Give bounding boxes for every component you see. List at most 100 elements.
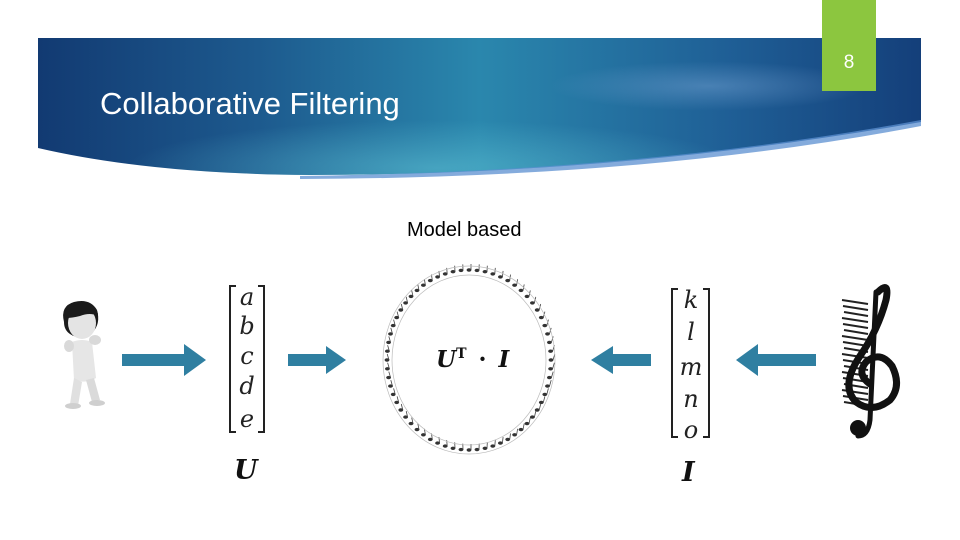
music-note-stem [400,303,404,311]
music-note-stem [552,353,556,361]
music-note-stem [388,336,391,343]
music-note-mark [512,433,517,437]
piano-key-stripe [842,377,869,383]
user-vector-entry-c: c [240,342,254,370]
music-note-mark [518,427,524,432]
music-note-stem [417,423,420,430]
music-note-mark [435,441,440,445]
music-note-stem [396,311,400,318]
music-note-stem [390,379,393,387]
music-note-mark [524,294,530,299]
music-note-stem [400,403,404,411]
music-note-mark [435,275,440,279]
music-note-stem [393,388,396,395]
music-note-mark [518,288,524,293]
music-note-stem [509,433,511,440]
user-vector-label: U [234,455,258,486]
slide-title: Collaborative Filtering [100,86,400,121]
music-note-stem [424,428,426,435]
music-note-mark [547,340,552,345]
music-note-mark [442,272,448,276]
piano-key-stripe [841,335,869,341]
music-note-mark [390,392,396,397]
music-note-stem [494,440,496,447]
music-note-stem [405,296,408,303]
user-vector-entry-e: e [239,405,255,433]
music-note-stem [411,290,414,297]
music-note-stem [390,327,393,335]
music-note-stem [438,437,440,444]
music-note-mark [538,315,544,320]
music-note-mark [450,270,456,274]
music-note-stem [411,417,414,424]
piano-key-stripe [842,323,869,329]
music-note-mark [547,375,552,380]
user-vector-entry-a: a [239,283,255,311]
arrow-item-vector-to-formula [591,346,651,374]
music-note-mark [498,275,503,279]
music-note-mark [421,433,426,437]
music-note-stem [552,362,555,369]
music-note-mark [388,332,393,336]
music-note-stem [522,284,525,291]
music-note-stem [431,433,433,440]
music-note-mark [385,367,390,371]
formula-right: I [498,346,510,373]
music-note-mark [545,384,550,388]
music-note-mark [542,392,548,397]
music-note-stem [534,296,537,303]
music-note-stem [509,274,511,281]
item-vector-entry-l: l [687,318,695,346]
music-note-mark [534,308,540,312]
music-note-stem [424,279,426,286]
music-note-stem [549,327,552,335]
music-note-stem [396,396,400,403]
music-note-mark [386,375,391,380]
music-note-stem [542,396,546,403]
music-note-mark [427,278,433,283]
music-note-mark [498,441,503,445]
music-note-mark [390,323,396,328]
music-note-stem [552,345,555,352]
music-note-mark [490,272,496,276]
music-note-stem [387,362,390,369]
music-note-mark [474,268,480,273]
item-vector-entry-o: o [683,416,699,444]
music-note-stem [446,440,448,447]
music-note-stem [387,345,390,352]
arrow-user-vector-to-formula [288,346,346,374]
piano-key-stripe [841,317,869,323]
music-note-mark [505,437,511,442]
music-note-mark [530,301,535,305]
piano-key-stripe [842,341,869,347]
piano-key-stripe [843,329,869,335]
music-note-stem [386,353,390,361]
music-note-stem [538,303,542,311]
music-note-mark [427,437,433,442]
music-note-stem [546,388,549,395]
music-note-mark [442,444,448,448]
arrow-person-to-user-vector [122,344,206,376]
formula: UT · I [436,346,509,373]
formula-left: U [436,346,457,373]
music-note-mark [394,400,400,405]
music-note-stem [494,267,496,274]
item-vector-entry-n: n [683,385,699,413]
music-note-mark [458,268,464,273]
page-number: 8 [843,52,855,73]
piano-key-stripe [841,389,869,395]
music-note-stem [438,270,440,277]
piano-key-stripe [843,365,869,371]
piano-key-stripe [841,353,869,359]
music-note-mark [482,446,488,450]
slide-subtitle: Model based [407,219,522,241]
user-vector-entry-d: d [239,372,255,400]
music-note-mark [474,447,480,452]
music-note-mark [530,415,535,419]
music-note-stem [502,270,504,277]
piano-key-stripe [842,359,869,365]
piano-key-stripe [843,383,869,389]
page-number-tab [822,0,876,91]
music-note-mark [524,421,530,426]
